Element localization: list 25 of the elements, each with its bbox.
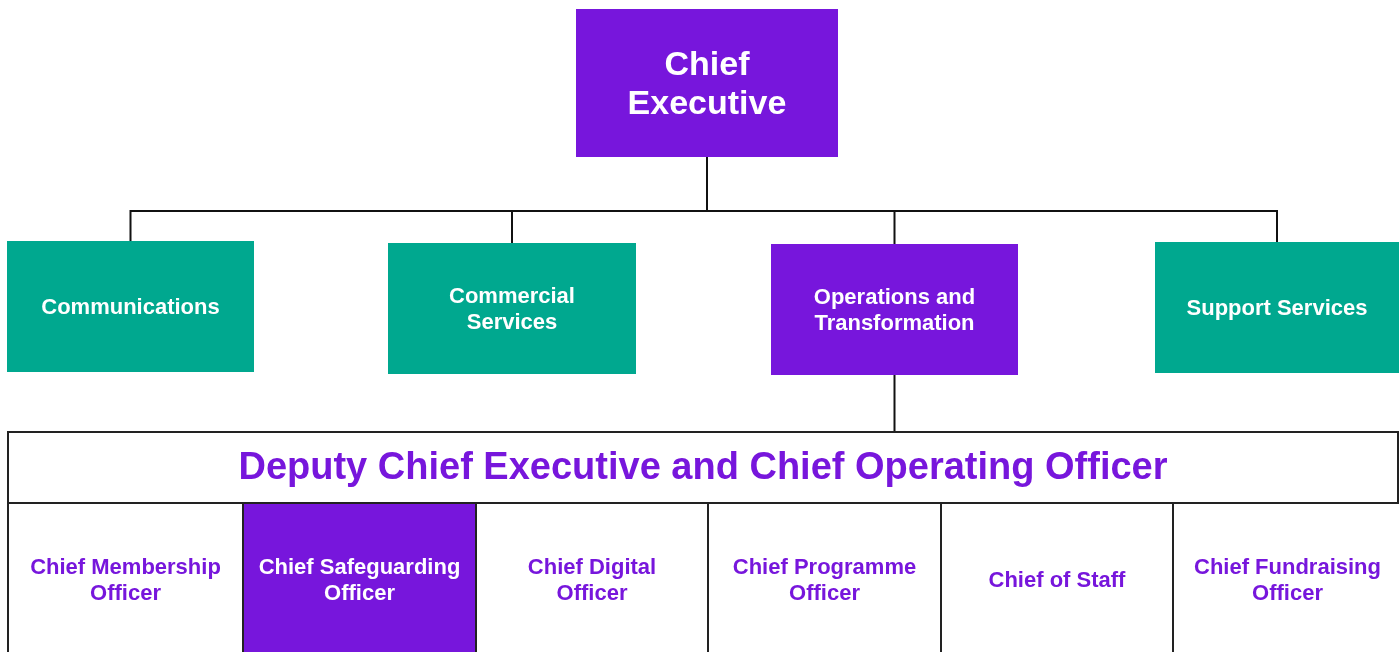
connector-line: [893, 374, 896, 432]
role-cell: [9, 502, 242, 652]
department-box: [388, 243, 636, 374]
role-title: Chief Digital Officer: [526, 553, 658, 606]
role-cell: [475, 502, 707, 652]
role-cell: [1172, 502, 1399, 652]
department-box: [1155, 242, 1399, 373]
executive-box: [576, 9, 838, 157]
role-title: Chief of Staff: [987, 566, 1127, 593]
role-title: Chief Fundraising Officer: [1193, 553, 1382, 606]
role-title: Chief Programme Officer: [731, 553, 918, 606]
role-title: Chief Safeguarding Officer: [257, 553, 462, 606]
role-cell: [242, 502, 475, 652]
box-title: Commercial Services: [448, 282, 576, 335]
box-title: Chief Executive: [626, 44, 788, 122]
department-box: [7, 241, 254, 372]
box-title: Operations and Transformation: [812, 283, 977, 336]
role-cell: [707, 502, 940, 652]
box-title: Support Services: [1185, 294, 1369, 321]
department-box: [771, 244, 1018, 375]
box-title: Communications: [40, 293, 221, 320]
panel-heading: Deputy Chief Executive and Chief Operating Officer: [237, 444, 1169, 489]
role-cell: [940, 502, 1172, 652]
role-title: Chief Membership Officer: [29, 553, 222, 606]
division-panel: [7, 431, 1399, 652]
